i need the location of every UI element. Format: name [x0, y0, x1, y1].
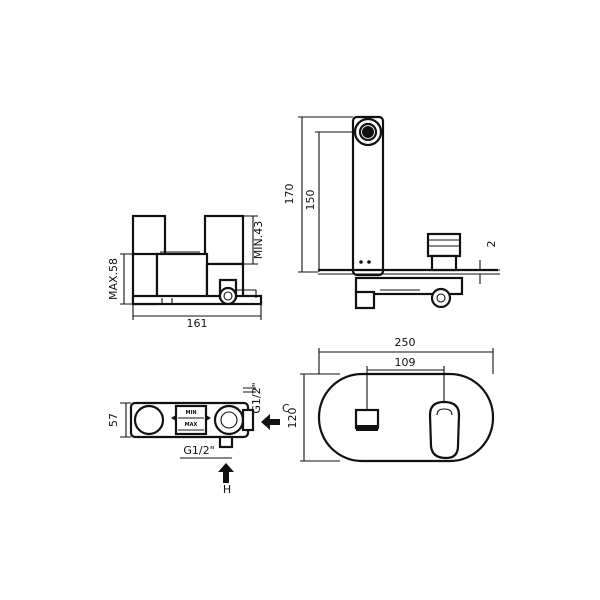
aerator-core [362, 126, 374, 138]
wall-plate-dimensions: 250 109 120 [286, 336, 494, 462]
dim-max58: MAX.58 [107, 258, 120, 300]
dim-line-120 [300, 373, 340, 462]
dim-150: 150 [304, 190, 317, 211]
left-cap [131, 214, 167, 258]
front-view-dimensions: 161 MAX.58 MIN.43 [107, 215, 265, 330]
spout-column [351, 115, 385, 277]
wall-plate [317, 372, 495, 463]
hidden-outlet [430, 287, 452, 309]
dim-109: 109 [395, 356, 416, 369]
spout-screw [359, 260, 363, 264]
dim-120: 120 [286, 408, 299, 429]
dim-line-161 [132, 304, 262, 320]
mark-arrow-left [171, 415, 176, 421]
min-label: MIN [185, 410, 196, 416]
base-bolts [161, 298, 173, 305]
bottom-port [218, 435, 234, 449]
dim-line-min43 [243, 215, 258, 265]
arrow-up-icon [218, 463, 234, 483]
base-plate [131, 294, 263, 306]
handle [426, 232, 462, 258]
hot-label: H [223, 483, 231, 496]
cold-label: C [282, 402, 290, 415]
mark-arrow-right [206, 415, 211, 421]
side-pipe [236, 289, 257, 298]
mark-lines [178, 417, 204, 431]
top-left-ring [133, 404, 165, 436]
dim-line-170 [298, 116, 353, 273]
dim-line-thread-side [243, 387, 256, 393]
spout-screw [367, 260, 371, 264]
wall-plate-view [317, 372, 495, 463]
top-right-inner [220, 411, 238, 429]
dim-line-109 [366, 366, 445, 410]
side-view-spout [318, 115, 498, 310]
hidden-outlet-hole [436, 293, 446, 303]
dim-thread-side: G1/2" [250, 382, 263, 413]
outlet-hole [223, 291, 233, 301]
dim-161: 161 [187, 317, 208, 330]
lever-handle-inner [436, 408, 453, 416]
top-view-dimensions: 57 G1/2" G1/2" C H [107, 382, 290, 496]
center-body [155, 252, 209, 302]
arrow-left-icon [261, 414, 280, 430]
front-view-body [131, 214, 263, 306]
handle-lines [428, 239, 460, 247]
hidden-box-left [354, 290, 376, 310]
top-right-ring [213, 404, 245, 436]
max-label: MAX [185, 422, 198, 428]
dim-line-max58 [120, 253, 133, 305]
side-port [241, 408, 255, 432]
dim-line-250 [318, 348, 494, 374]
outlet-ring [218, 286, 238, 306]
right-cap [203, 214, 245, 266]
spout-square-shade [356, 425, 378, 431]
top-view-body: MIN MAX [129, 401, 255, 449]
dim-170: 170 [283, 184, 296, 205]
dim-2: 2 [485, 241, 498, 248]
lever-handle [428, 400, 461, 460]
handle-collar [430, 254, 458, 272]
dim-line-2 [476, 260, 500, 284]
dim-thread-bottom: G1/2" [183, 444, 214, 457]
dim-min43: MIN.43 [252, 221, 265, 259]
dim-line-57 [120, 402, 131, 438]
side-view-dimensions: 170 150 2 [283, 116, 500, 284]
dim-57: 57 [107, 413, 120, 427]
dim-line-150 [315, 131, 355, 272]
dim-250: 250 [395, 336, 416, 349]
